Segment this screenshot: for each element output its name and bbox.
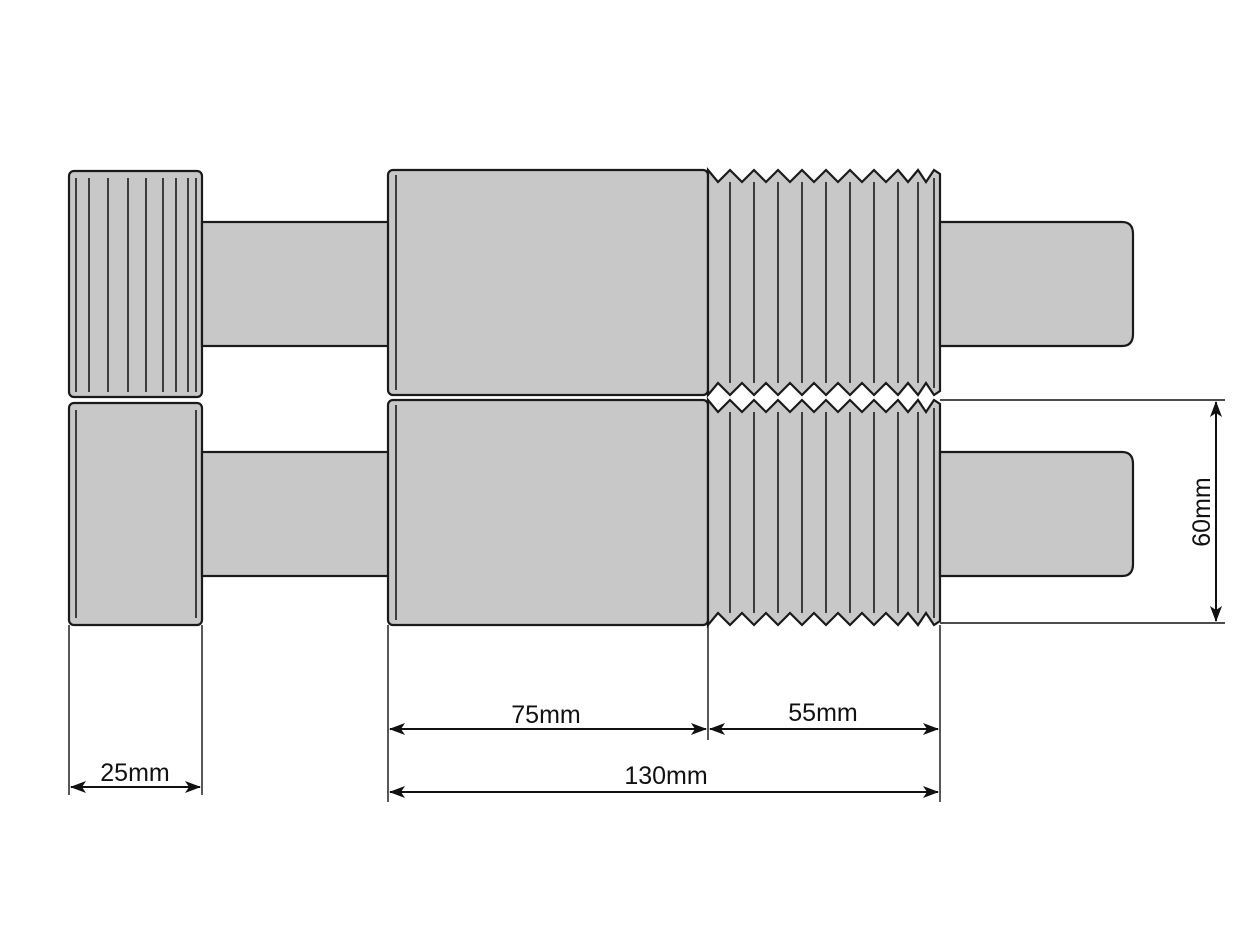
dimension-lines [68,399,1225,802]
dimension-labels: 25mm 75mm 55mm 130mm 60mm [100,477,1216,790]
top-right-shaft [938,220,1135,348]
bottom-assembly [67,396,1135,629]
top-head-grooves [75,178,197,392]
bottom-threaded-section [706,396,942,629]
top-left-shaft [200,220,394,348]
bottom-left-shaft [200,450,394,578]
label-diameter: 60mm [1188,477,1216,546]
label-head-width: 25mm [100,759,169,787]
label-thread-length: 55mm [788,699,857,727]
top-threaded-section [706,166,942,399]
top-assembly [67,166,1135,399]
bottom-head [67,401,204,627]
bottom-thread-lines [729,408,935,618]
top-thread-lines [729,178,935,388]
label-body-length: 75mm [511,701,580,729]
top-main-cylinder [386,168,710,397]
label-total-length: 130mm [624,762,707,790]
bottom-right-shaft [938,450,1135,578]
bottom-main-cylinder [386,398,710,627]
